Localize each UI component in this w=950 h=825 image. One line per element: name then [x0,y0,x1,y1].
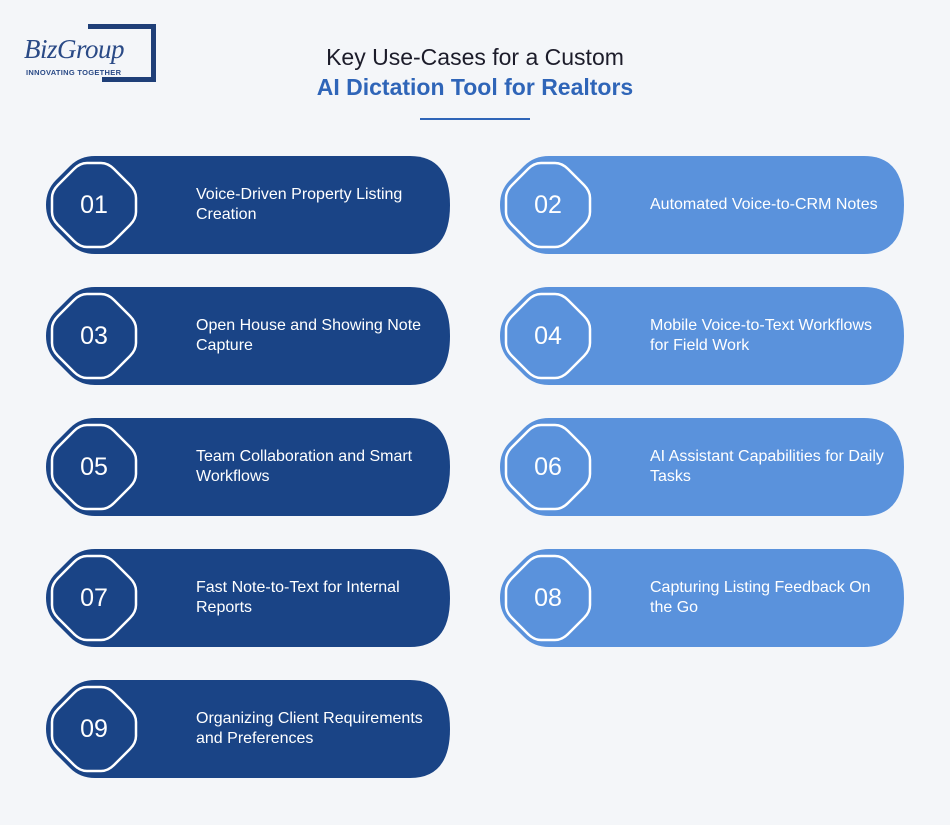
card-shape [500,156,904,254]
use-case-card-06: 06 AI Assistant Capabilities for Daily T… [500,418,904,516]
use-case-card-04: 04 Mobile Voice-to-Text Workflows for Fi… [500,287,904,385]
use-case-card-07: 07 Fast Note-to-Text for Internal Report… [46,549,450,647]
card-number: 07 [80,583,108,612]
card-number: 04 [534,321,562,350]
card-label: Capturing Listing Feedback On the Go [650,579,871,616]
card-shape [46,156,450,254]
card-number: 08 [534,583,562,612]
bizgroup-logo: BizGroup INNOVATING TOGETHER [22,24,156,82]
card-number: 01 [80,190,108,219]
card-shape [500,418,904,516]
card-number: 02 [534,190,562,219]
card-shape [500,287,904,385]
title-line-1: Key Use-Cases for a Custom [326,44,624,70]
use-case-card-01: 01 Voice-Driven Property Listing Creatio… [46,156,450,254]
page-title: Key Use-Cases for a Custom AI Dictation … [0,42,950,120]
use-case-card-03: 03 Open House and Showing Note Capture [46,287,450,385]
card-number: 03 [80,321,108,350]
card-number: 09 [80,714,108,743]
card-label: Mobile Voice-to-Text Workflows for Field… [650,317,872,354]
title-underline [420,118,530,120]
card-label: Automated Voice-to-CRM Notes [650,196,878,213]
use-case-card-08: 08 Capturing Listing Feedback On the Go [500,549,904,647]
card-shape [46,680,450,778]
use-case-card-05: 05 Team Collaboration and Smart Workflow… [46,418,450,516]
use-case-card-02: 02 Automated Voice-to-CRM Notes [500,156,904,254]
card-shape [46,287,450,385]
card-number: 05 [80,452,108,481]
card-label: Organizing Client Requirements and Prefe… [196,710,423,747]
card-number: 06 [534,452,562,481]
card-shape [46,549,450,647]
logo-brand: BizGroup [24,34,125,64]
card-shape [500,549,904,647]
card-shape [46,418,450,516]
title-line-2: AI Dictation Tool for Realtors [316,74,634,100]
logo-frame [102,24,156,82]
card-label: Team Collaboration and Smart Workflows [196,448,413,485]
card-label: Fast Note-to-Text for Internal Reports [196,579,400,616]
use-case-card-09: 09 Organizing Client Requirements and Pr… [46,680,450,778]
card-label: Open House and Showing Note Capture [196,317,422,354]
card-label: AI Assistant Capabilities for Daily Task… [650,448,884,485]
card-label: Voice-Driven Property Listing Creation [196,186,403,223]
logo-tagline: INNOVATING TOGETHER [26,68,122,77]
